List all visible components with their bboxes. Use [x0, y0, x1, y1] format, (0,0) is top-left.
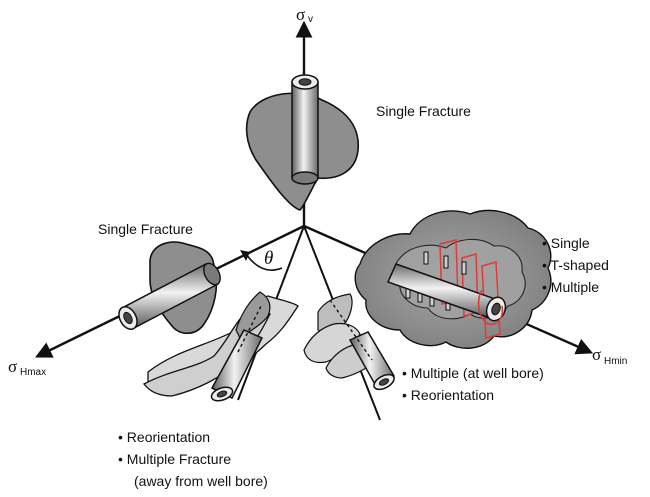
inclined-pipe-a-centerline — [237, 303, 263, 353]
inclined-well-b-group — [303, 293, 396, 391]
vertical-axis-subscript: v — [308, 14, 313, 25]
left-single-fracture-label: Single Fracture — [98, 221, 193, 237]
hmin-well-group — [354, 209, 552, 349]
middle-fracture-type-list: • Multiple (at well bore) • Reorientatio… — [402, 365, 544, 403]
theta-angle-label: θ — [264, 248, 273, 269]
bottom-list-item: • Multiple Fracture — [118, 451, 231, 467]
hmax-axis-label: σ Hmax — [8, 357, 46, 378]
hmax-axis-symbol: σ — [8, 357, 17, 376]
inclined-well-a-group — [143, 291, 299, 402]
top-single-fracture-label: Single Fracture — [376, 103, 471, 119]
hmin-axis-label: σ Hmin — [592, 345, 627, 367]
hmax-axis-subscript: Hmax — [20, 367, 46, 378]
stacked-fracture-2 — [303, 322, 361, 364]
hmin-pipe-bore — [491, 302, 501, 316]
twisted-fracture-sheet-3 — [235, 291, 271, 339]
hmin-axis-symbol: σ — [592, 345, 601, 364]
middle-list-item: • Multiple (at well bore) — [402, 365, 544, 381]
vertical-pipe-bottom — [291, 171, 319, 185]
bottom-list-item: (away from well bore) — [134, 473, 268, 489]
hmax-pipe-bore — [123, 311, 133, 325]
vertical-well-group — [245, 74, 360, 211]
angle-arc — [245, 253, 283, 271]
right-fracture-type-list: • Single • T-shaped • Multiple — [542, 235, 609, 295]
middle-list-item: • Reorientation — [402, 387, 494, 403]
right-list-item: • T-shaped — [542, 257, 609, 273]
inclined-pipe-b-bore — [378, 378, 390, 386]
hmax-pipe-end-far — [203, 262, 221, 286]
red-fracture-outline-4 — [477, 289, 504, 326]
inclined-pipe-a-bore — [216, 390, 228, 398]
right-list-item: • Single — [542, 235, 590, 251]
vertical-axis-symbol: σ — [296, 5, 305, 24]
hmax-well-group — [118, 241, 221, 335]
right-list-item: • Multiple — [542, 279, 599, 295]
vertical-pipe-bore — [298, 78, 312, 86]
hmin-axis-subscript: Hmin — [604, 356, 627, 367]
inclined-pipe-b-centerline — [329, 299, 373, 361]
angle-arc-arrow — [240, 250, 250, 261]
bottom-fracture-type-list: • Reorientation • Multiple Fracture (awa… — [118, 429, 268, 489]
vertical-pipe — [291, 81, 319, 179]
bottom-list-item: • Reorientation — [118, 429, 210, 445]
vertical-axis-label: σ v — [296, 5, 313, 25]
